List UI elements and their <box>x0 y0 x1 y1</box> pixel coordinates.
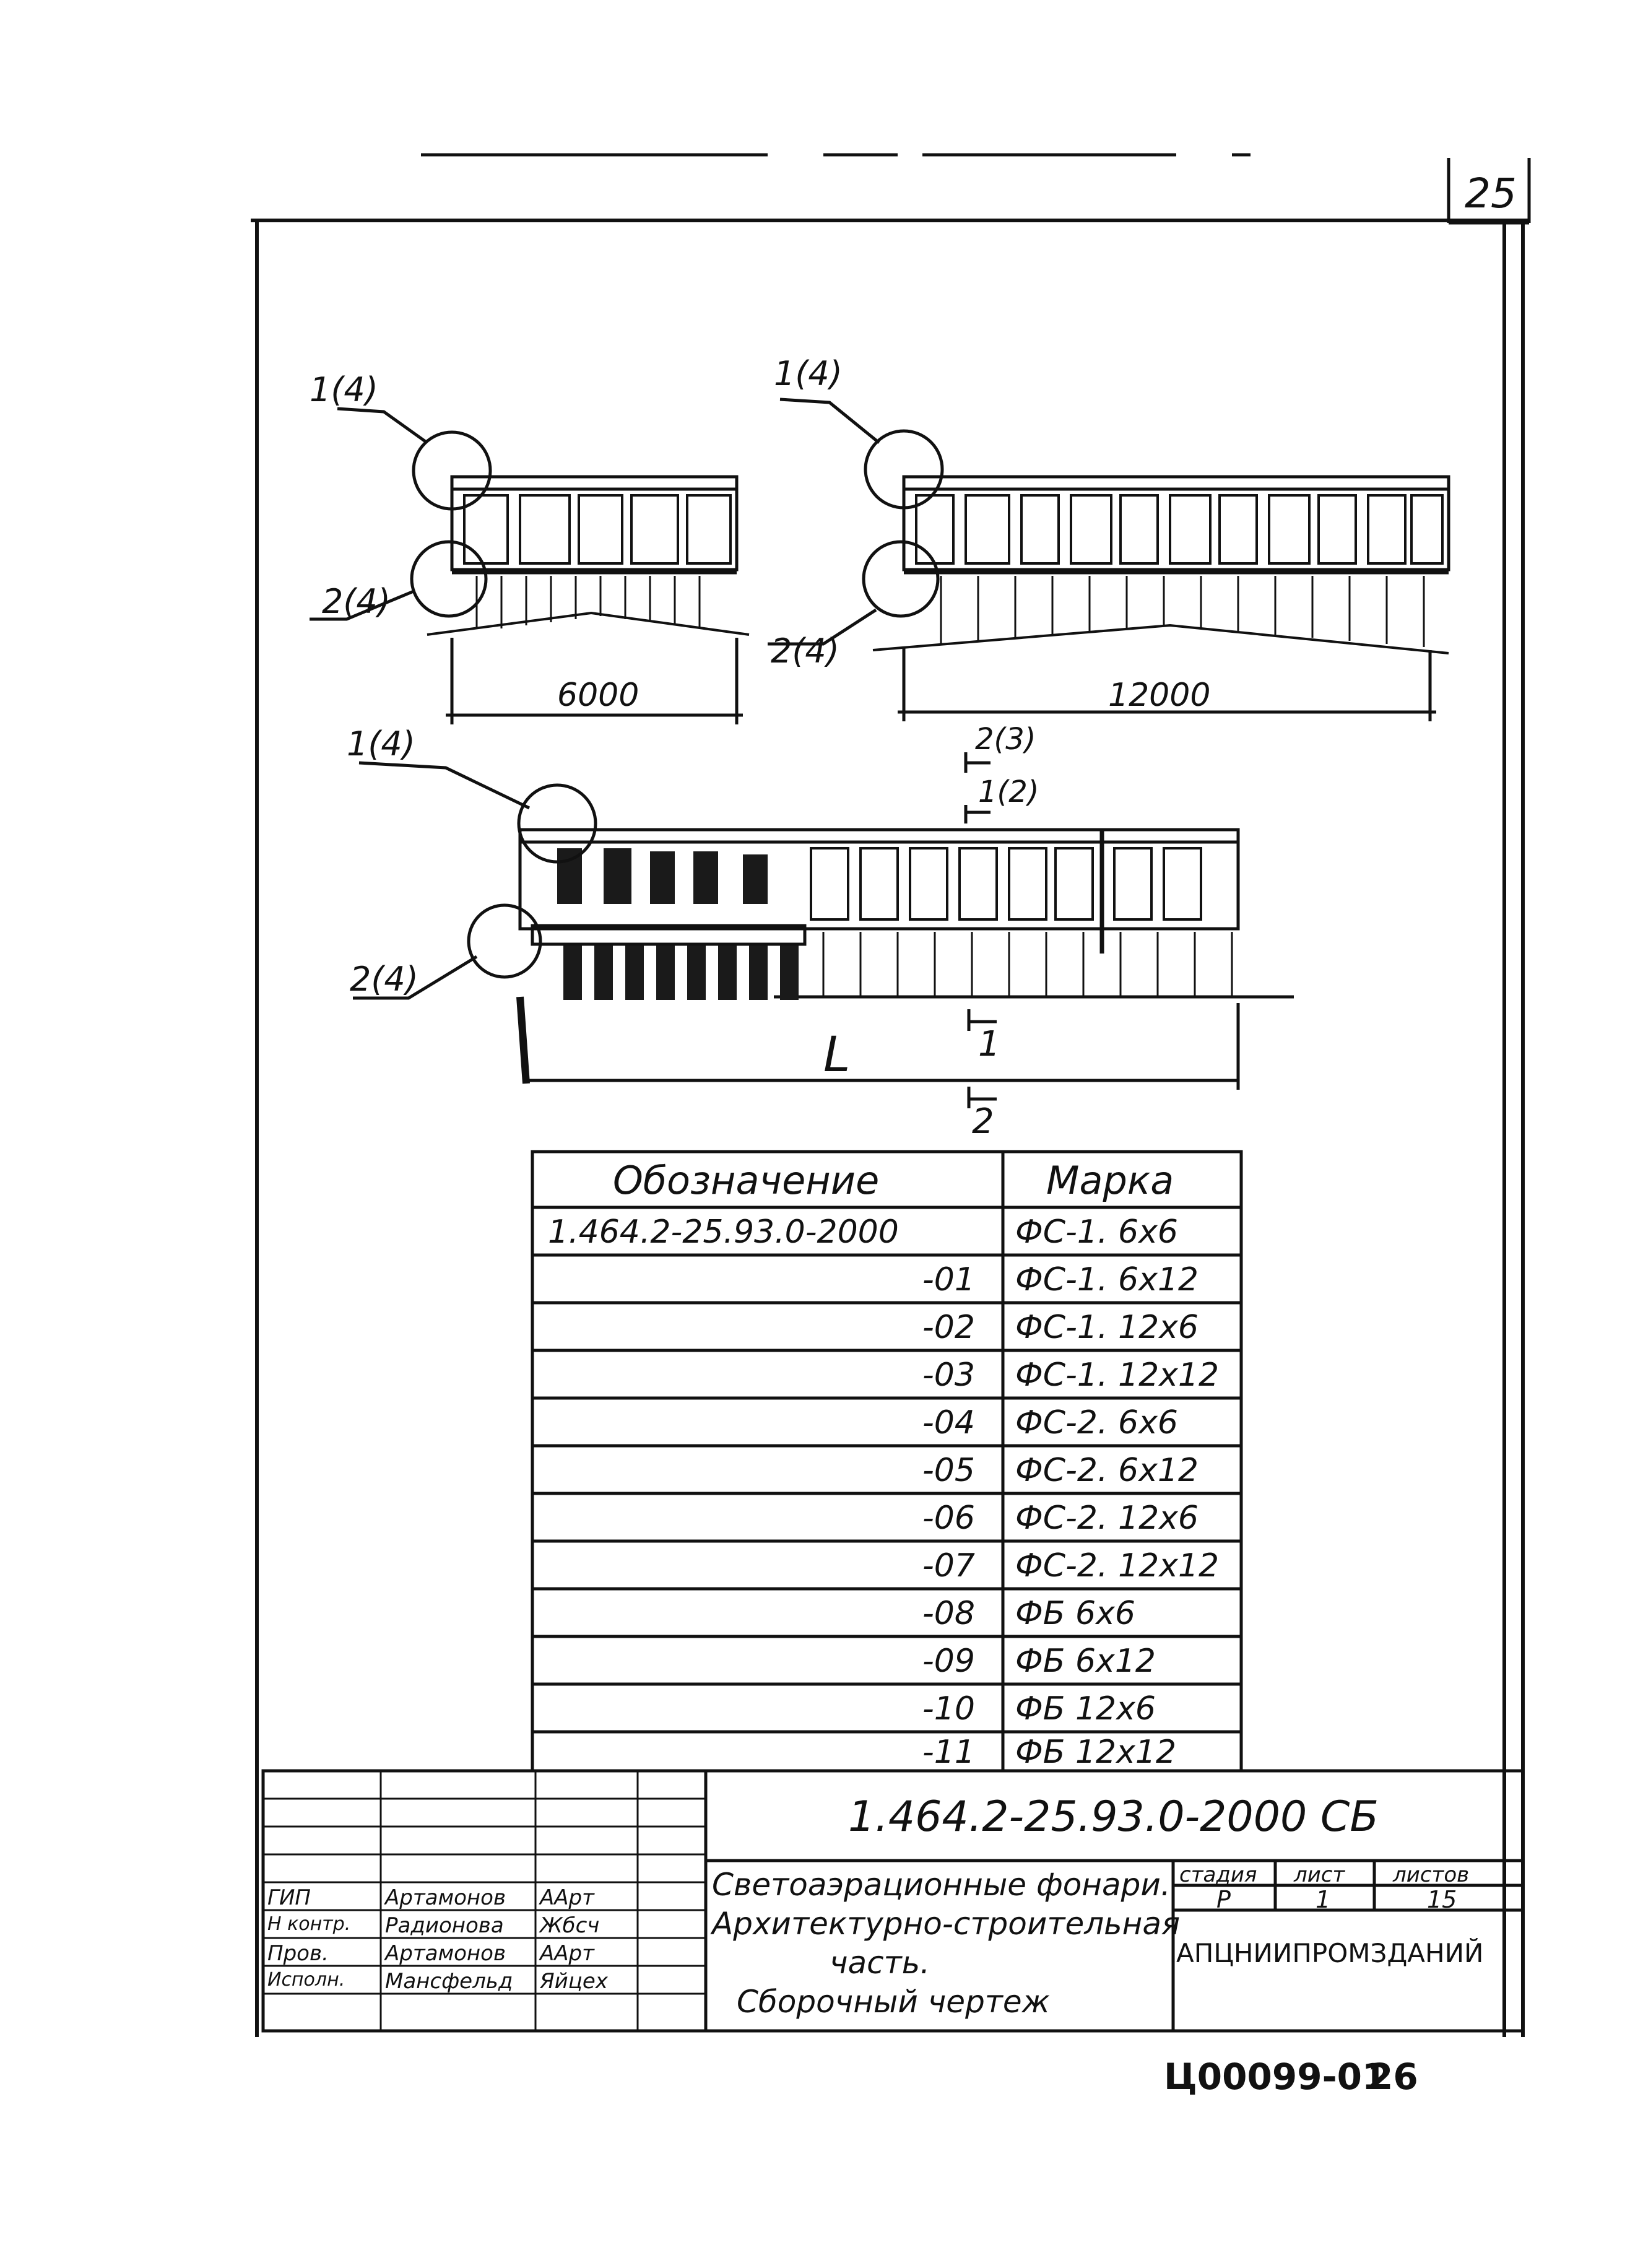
section-mark-2-3: 2(3) <box>975 722 1036 757</box>
spec-header-mark: Марка <box>1046 1158 1174 1203</box>
spec-table-grid <box>531 1150 1243 1773</box>
footer-page-number: 26 <box>1368 2056 1418 2098</box>
spec-row-11-mark: ФБ 12х6 <box>1015 1690 1156 1727</box>
stage-label: стадия <box>1179 1862 1257 1887</box>
spec-row-2-designation: -01 <box>922 1261 975 1298</box>
spec-row-5-designation: -04 <box>922 1404 975 1441</box>
spec-row-7-mark: ФС-2. 12х6 <box>1015 1500 1199 1537</box>
spec-row-1-designation: 1.464.2-25.93.0-2000 <box>548 1214 899 1251</box>
inventory-number: Ц00099-01 <box>1164 2056 1387 2098</box>
sheets-label: листов <box>1393 1862 1470 1887</box>
view-l-callout-2: 2(4) <box>350 960 418 999</box>
section-mark-2: 2 <box>972 1101 994 1142</box>
spec-row-10-designation: -09 <box>922 1643 975 1680</box>
spec-row-9-designation: -08 <box>922 1595 975 1632</box>
sign-name-4: Мансфельд <box>385 1969 513 1994</box>
spec-row-8-mark: ФС-2. 12х12 <box>1015 1547 1220 1584</box>
sign-name-3: Артамонов <box>385 1941 506 1966</box>
title-block-grid <box>261 1769 1525 2033</box>
spec-row-6-mark: ФС-2. 6х12 <box>1015 1452 1199 1489</box>
section-mark-1-2: 1(2) <box>978 775 1039 809</box>
view-12000 <box>768 398 1450 721</box>
sheet-label: лист <box>1294 1862 1345 1887</box>
sign-role-2: Н контр. <box>267 1913 351 1935</box>
view-12000-callout-2: 2(4) <box>771 632 839 671</box>
sign-mark-4: Яйцех <box>540 1969 608 1994</box>
spec-row-4-designation: -03 <box>922 1357 975 1394</box>
spec-row-3-designation: -02 <box>922 1309 975 1346</box>
sheet-number: 25 <box>1465 170 1517 217</box>
spec-row-3-mark: ФС-1. 12х6 <box>1015 1309 1199 1346</box>
spec-row-11-designation: -10 <box>922 1690 975 1727</box>
sheet-number-box <box>1447 158 1531 225</box>
sign-mark-3: ААрт <box>540 1941 594 1966</box>
sheet-value: 1 <box>1316 1886 1331 1913</box>
sign-mark-1: ААрт <box>540 1885 594 1910</box>
sign-mark-2: Жбсч <box>540 1913 600 1938</box>
view-6000-callout-2: 2(4) <box>322 582 391 621</box>
stage-value: Р <box>1216 1886 1231 1913</box>
view-12000-callout-1: 1(4) <box>774 354 843 393</box>
drawing-frame <box>251 219 1529 2037</box>
view-l-callout-1: 1(4) <box>347 724 415 763</box>
sign-name-1: Артамонов <box>385 1885 506 1910</box>
sheets-value: 15 <box>1427 1886 1457 1913</box>
cut-section <box>557 848 799 1000</box>
sign-name-2: Радионова <box>385 1913 504 1938</box>
view-6000 <box>310 407 750 724</box>
spec-row-4-mark: ФС-1. 12х12 <box>1015 1357 1220 1394</box>
view-6000-callout-1: 1(4) <box>310 370 378 409</box>
section-mark-1: 1 <box>978 1024 1000 1064</box>
sign-role-3: Пров. <box>267 1941 329 1966</box>
title-line-3: часть. <box>830 1945 930 1981</box>
spec-row-12-mark: ФБ 12х12 <box>1015 1734 1177 1771</box>
view-l-dimension: L <box>823 1027 850 1083</box>
spec-row-1-mark: ФС-1. 6х6 <box>1015 1214 1178 1251</box>
spec-header-designation: Обозначение <box>613 1158 880 1203</box>
spec-row-2-mark: ФС-1. 6х12 <box>1015 1261 1199 1298</box>
view-6000-dimension: 6000 <box>557 677 639 714</box>
spec-row-7-designation: -06 <box>922 1500 975 1537</box>
sign-role-1: ГИП <box>267 1885 311 1910</box>
view-l <box>353 752 1294 1108</box>
spec-row-9-mark: ФБ 6х6 <box>1015 1595 1135 1632</box>
spec-row-6-designation: -05 <box>922 1452 975 1489</box>
document-code: 1.464.2-25.93.0-2000 СБ <box>848 1792 1379 1841</box>
spec-row-8-designation: -07 <box>922 1547 975 1584</box>
title-line-2: Архитектурно-строительная <box>712 1906 1181 1942</box>
view-12000-dimension: 12000 <box>1108 677 1210 714</box>
spec-row-10-mark: ФБ 6х12 <box>1015 1643 1156 1680</box>
title-line-1: Светоаэрационные фонари. <box>712 1867 1171 1903</box>
title-line-4: Сборочный чертеж <box>737 1984 1050 2020</box>
spec-row-12-designation: -11 <box>922 1734 975 1771</box>
organization: АПЦНИИПРОМЗДАНИЙ <box>1176 1938 1484 1968</box>
spec-row-5-mark: ФС-2. 6х6 <box>1015 1404 1178 1441</box>
sign-role-4: Исполн. <box>267 1969 345 1991</box>
